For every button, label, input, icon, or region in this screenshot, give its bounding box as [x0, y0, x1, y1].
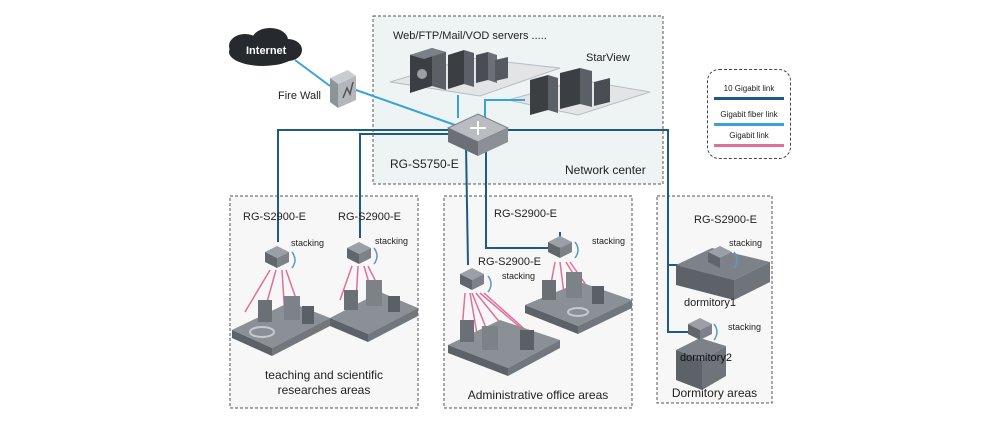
dormitory2-label: dormitory2 — [680, 352, 732, 364]
access-switch-dorm-2 — [688, 318, 712, 340]
stacking-arrows — [291, 241, 738, 341]
legend-label-gigabit: Gigabit link — [729, 131, 769, 140]
server-rack-group — [410, 48, 508, 93]
firewall-label: Fire Wall — [278, 90, 321, 102]
core-switch-label: RG-S5750-E — [390, 157, 459, 171]
teaching-stack1-label: stacking — [291, 238, 325, 248]
dormitory1-label: dormitory1 — [684, 297, 736, 309]
legend-line-gigabit — [714, 144, 784, 147]
admin-switch2-label: RG-S2900-E — [478, 256, 541, 268]
dormitory2-building — [676, 338, 726, 390]
admin-stack2-label: stacking — [502, 271, 536, 281]
dorm-stack2-label: stacking — [728, 322, 762, 332]
teaching-caption-line1: teaching and scientific — [264, 368, 384, 382]
admin-campus-1 — [448, 320, 560, 376]
access-switch-dorm-1 — [708, 246, 732, 268]
teaching-caption: teaching and scientific researches areas — [236, 368, 412, 398]
legend-label-10g: 10 Gigabit link — [723, 84, 775, 93]
network-center-label: Network center — [565, 163, 646, 177]
servers-label: Web/FTP/Mail/VOD servers ..... — [393, 30, 547, 42]
access-switch-teaching-2 — [347, 242, 371, 264]
legend: 10 Gigabit link Gigabit fiber link Gigab… — [707, 69, 791, 159]
admin-campus-2 — [525, 272, 632, 334]
admin-caption: Administrative office areas — [467, 388, 609, 402]
access-switch-admin-2 — [548, 236, 572, 258]
access-switch-admin-1 — [460, 268, 484, 290]
teaching-campus-1 — [232, 296, 330, 356]
admin-stack1-label: stacking — [592, 236, 626, 246]
internet-cloud — [229, 28, 302, 66]
legend-line-10g — [714, 97, 784, 100]
teaching-switch2-label: RG-S2900-E — [338, 211, 401, 223]
teaching-campus-2 — [330, 280, 418, 342]
legend-label-fiber: Gigabit fiber link — [720, 110, 778, 119]
fiber-links — [294, 59, 525, 126]
teaching-stack2-label: stacking — [375, 236, 409, 246]
dorm-stack1-label: stacking — [729, 238, 763, 248]
internet-label: Internet — [246, 45, 287, 57]
dorm-switch-label: RG-S2900-E — [694, 214, 757, 226]
admin-switch1-label: RG-S2900-E — [494, 208, 557, 220]
starview-rack-group — [530, 68, 610, 115]
legend-line-fiber — [714, 123, 784, 126]
core-switch-icon — [446, 113, 510, 156]
teaching-switch1-label: RG-S2900-E — [243, 211, 306, 223]
access-switch-teaching-1 — [265, 246, 289, 268]
firewall-icon — [330, 70, 356, 108]
starview-label: StarView — [586, 52, 630, 64]
dorm-caption: Dormitory areas — [671, 386, 758, 400]
teaching-caption-line2: researches areas — [277, 383, 371, 397]
